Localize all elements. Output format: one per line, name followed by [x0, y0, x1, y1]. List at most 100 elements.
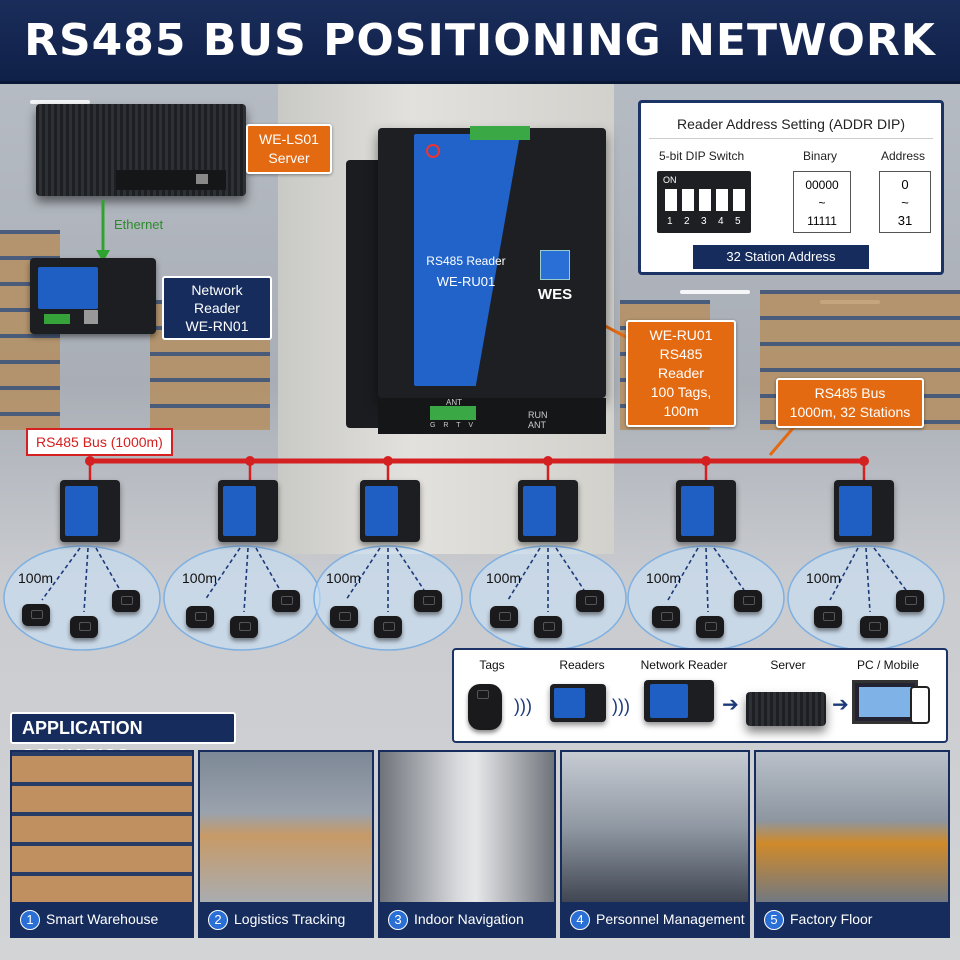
range-label: 100m	[806, 570, 842, 586]
scenario-label: Factory Floor	[790, 911, 873, 927]
tag-icon	[814, 606, 842, 628]
scenario-number: 5	[764, 910, 784, 931]
tag-icon	[272, 590, 300, 612]
flow-tag-icon	[468, 684, 502, 730]
scenario-card-logistics-tracking: 2 Logistics Tracking	[198, 750, 374, 938]
range-label: 100m	[486, 570, 522, 586]
dip-col-binary: Binary	[803, 149, 838, 163]
main-reader-device: RS485 Reader WE-RU01 WES	[378, 128, 606, 398]
flow-label-tags: Tags	[479, 658, 505, 672]
pc-monitor-icon	[852, 680, 918, 724]
dip-col-address: Address	[881, 149, 926, 163]
dip-panel-title: Reader Address Setting (ADDR DIP)	[649, 111, 933, 139]
range-label: 100m	[18, 570, 54, 586]
flow-server-icon	[746, 692, 826, 726]
bus-callout: RS485 Bus 1000m, 32 Stations	[776, 378, 924, 428]
scenario-card-personnel-management: 4 Personnel Management	[560, 750, 750, 938]
tag-icon	[186, 606, 214, 628]
main-reader-text2: WE-RU01	[436, 274, 496, 289]
bus-reader-4	[518, 480, 578, 542]
bus-label: RS485 Bus (1000m)	[26, 428, 173, 456]
tag-icon	[490, 606, 518, 628]
tag-icon	[414, 590, 442, 612]
arrow-right-icon: ➔	[722, 694, 739, 716]
dip-switch-number: 1	[667, 216, 673, 227]
arrow-right-icon: ➔	[832, 694, 849, 716]
scenario-label: Smart Warehouse	[46, 911, 159, 927]
main-reader-terminal	[470, 126, 530, 140]
scenario-number: 2	[208, 910, 228, 931]
tag-icon	[576, 590, 604, 612]
tag-icon	[230, 616, 258, 638]
tag-icon	[896, 590, 924, 612]
bus-reader-6	[834, 480, 894, 542]
wireless-icon: )))	[612, 696, 630, 716]
tag-icon	[860, 616, 888, 638]
dip-switch-number: 5	[735, 216, 741, 227]
flow-network-reader-icon	[644, 680, 714, 722]
main-reader-base: ANT G R T V RUN ANT	[378, 398, 606, 434]
network-reader-label: Network Reader WE-RN01	[162, 276, 272, 340]
scenario-card-indoor-navigation: 3 Indoor Navigation	[378, 750, 556, 938]
scenario-card-smart-warehouse: 1 Smart Warehouse	[10, 750, 194, 938]
scenario-label: Indoor Navigation	[414, 911, 524, 927]
dip-switch-block: ON 1 2 3 4 5	[657, 171, 751, 233]
bus-reader-2	[218, 480, 278, 542]
flow-label-server: Server	[770, 658, 806, 672]
run-led-label: RUN	[528, 410, 548, 420]
antenna-terminal	[430, 406, 476, 420]
scenario-number: 4	[570, 910, 590, 931]
scenario-label: Personnel Management	[596, 911, 745, 927]
address-box: 0 ~ 31	[879, 171, 931, 233]
binary-box: 00000 ~ 11111	[793, 171, 851, 233]
scenario-card-factory-floor: 5 Factory Floor	[754, 750, 950, 938]
dip-switch-number: 3	[701, 216, 707, 227]
tag-icon	[652, 606, 680, 628]
range-label: 100m	[646, 570, 682, 586]
main-reader-text1: RS485 Reader	[426, 254, 506, 268]
scenario-label: Logistics Tracking	[234, 911, 346, 927]
flow-reader-icon	[550, 684, 606, 722]
bus-reader-5	[676, 480, 736, 542]
wes-logo-icon	[540, 250, 570, 280]
page-title: RS485 BUS POSITIONING NETWORK	[24, 15, 936, 66]
tag-icon	[696, 616, 724, 638]
tag-icon	[734, 590, 762, 612]
dip-footer: 32 Station Address	[693, 245, 869, 269]
tag-icon	[112, 590, 140, 612]
range-label: 100m	[182, 570, 218, 586]
bus-reader-1	[60, 480, 120, 542]
dip-on-label: ON	[663, 175, 677, 185]
dip-switch-number: 2	[684, 216, 690, 227]
scenario-number: 1	[20, 910, 40, 931]
brand-label: WES	[537, 286, 573, 303]
system-flow-panel: Tags Readers Network Reader Server PC / …	[452, 648, 948, 743]
flow-label-pc-mobile: PC / Mobile	[856, 658, 920, 672]
tag-icon	[374, 616, 402, 638]
reader-callout: WE-RU01 RS485 Reader 100 Tags, 100m	[626, 320, 736, 427]
tag-icon	[534, 616, 562, 638]
tag-icon	[70, 616, 98, 638]
tag-icon	[22, 604, 50, 626]
power-led	[426, 144, 440, 158]
title-banner: RS485 BUS POSITIONING NETWORK	[0, 0, 960, 84]
flow-label-readers: Readers	[559, 658, 605, 672]
mobile-phone-icon	[910, 686, 930, 724]
tag-icon	[330, 606, 358, 628]
network-reader-device	[30, 258, 156, 334]
ant-port-label: ANT	[446, 398, 462, 407]
range-label: 100m	[326, 570, 362, 586]
dip-address-panel: Reader Address Setting (ADDR DIP) 5-bit …	[638, 100, 944, 275]
ethernet-label: Ethernet	[114, 217, 164, 232]
dip-col-switch: 5-bit DIP Switch	[659, 149, 745, 163]
dip-switch-number: 4	[718, 216, 724, 227]
server-device	[36, 104, 246, 196]
bus-reader-3	[360, 480, 420, 542]
server-label: WE-LS01 Server	[246, 124, 332, 174]
flow-label-network-reader: Network Reader	[640, 658, 728, 672]
ant-led-label: ANT	[528, 420, 546, 430]
wireless-icon: )))	[514, 696, 532, 716]
scenario-number: 3	[388, 910, 408, 931]
pin-labels: G R T V	[430, 422, 477, 429]
